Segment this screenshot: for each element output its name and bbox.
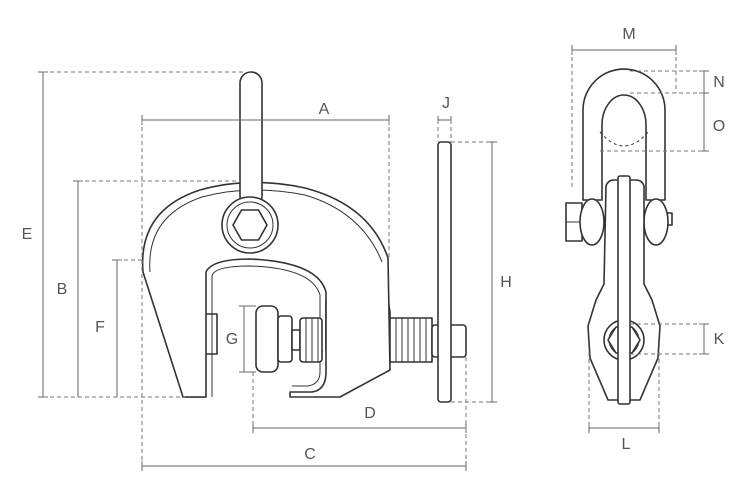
dimension-label-l: L [622, 436, 631, 453]
front-dimensions: E B F A J H G D [22, 71, 512, 471]
thread-lines [305, 318, 427, 362]
clamp-body [141, 181, 391, 398]
dimension-label-d: D [364, 405, 376, 422]
dimension-label-c: C [304, 446, 316, 463]
hex-bolt-icon [232, 209, 268, 241]
dimension-label-o: O [713, 118, 725, 135]
side-dimensions: M N O K L [571, 26, 725, 453]
clamp-pad [255, 305, 279, 373]
clamp-side-view [565, 68, 673, 405]
shackle [582, 68, 666, 201]
clamp-front-view [141, 71, 467, 403]
screw-thread-inner [299, 317, 323, 363]
t-handle-bar[interactable] [437, 141, 452, 403]
dimension-label-f: F [95, 319, 105, 336]
shackle-lobe-right [643, 198, 669, 246]
dimension-label-m: M [622, 26, 635, 43]
dimension-label-g: G [226, 331, 238, 348]
clamp-frame-inner-edge [211, 265, 321, 397]
dimension-label-j: J [442, 95, 450, 112]
pad-neck [291, 329, 301, 351]
dimension-label-k: K [714, 331, 725, 348]
lifting-eye-shank [239, 71, 263, 208]
pad-collar [277, 315, 293, 363]
dimension-label-n: N [713, 74, 725, 91]
dimension-label-b: B [57, 281, 68, 298]
screw-thread-outer [389, 317, 433, 363]
dimension-label-h: H [500, 274, 512, 291]
dimension-label-e: E [22, 226, 33, 243]
side-center-bar [617, 175, 631, 405]
dimension-label-a: A [319, 101, 330, 118]
shackle-lobe-left [579, 198, 605, 246]
